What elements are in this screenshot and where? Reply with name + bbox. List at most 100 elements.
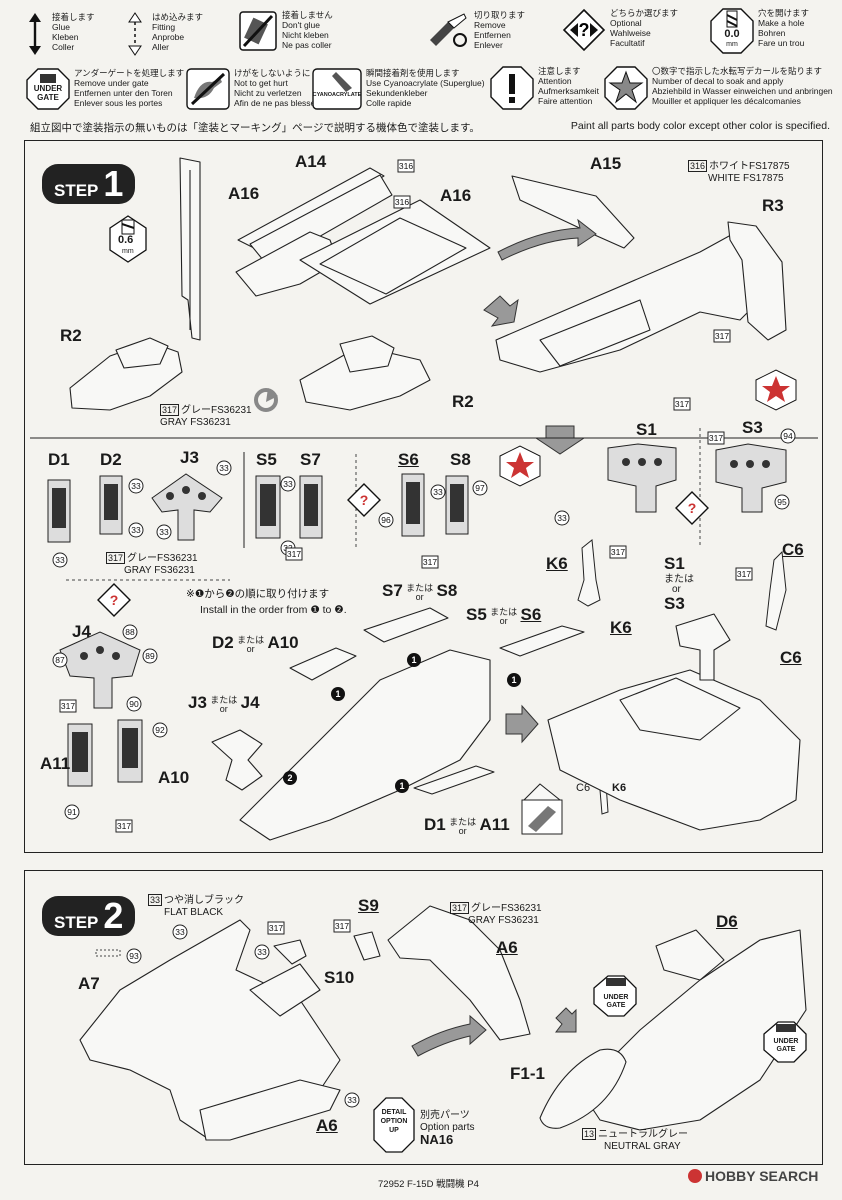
legend-hurt-text: けがをしないように Not to get hurt Nicht zu verle… bbox=[234, 68, 319, 108]
svg-text:1: 1 bbox=[411, 655, 416, 665]
legend-remove-text: 切り取ります Remove Entfernen Enlever bbox=[474, 10, 526, 50]
svg-text:95: 95 bbox=[777, 497, 787, 507]
detail-option-badge: DETAIL OPTION UP bbox=[380, 1109, 408, 1134]
svg-text:317: 317 bbox=[715, 331, 729, 341]
opt-a11: A11 bbox=[479, 815, 510, 835]
paint-code-317: 317 bbox=[609, 545, 627, 559]
neutral-en: NEUTRAL GRAY bbox=[604, 1141, 681, 1152]
label-a6-bottom: A6 bbox=[316, 1116, 338, 1135]
decal-95: 95 bbox=[774, 494, 790, 510]
label-s9: S9 bbox=[358, 896, 379, 915]
label-a7: A7 bbox=[78, 974, 100, 993]
paint-code-316: 316 bbox=[393, 195, 411, 209]
opt-or-jp-5: または bbox=[449, 817, 477, 827]
paint-code-317: 317 bbox=[421, 555, 439, 569]
svg-text:33: 33 bbox=[557, 513, 567, 523]
decal-33: 33 bbox=[128, 478, 144, 494]
svg-text:317: 317 bbox=[423, 557, 437, 567]
legend-hurt: けがをしないように Not to get hurt Nicht zu verle… bbox=[186, 68, 318, 110]
step1-frame bbox=[24, 140, 823, 853]
option-jp: 別売パーツ bbox=[420, 1110, 470, 1121]
option-en: Option parts bbox=[420, 1122, 475, 1133]
svg-text:?: ? bbox=[110, 592, 119, 608]
svg-text:97: 97 bbox=[475, 483, 485, 493]
svg-text:92: 92 bbox=[155, 725, 165, 735]
label-s3: S3 bbox=[742, 418, 763, 437]
svg-text:316: 316 bbox=[395, 197, 409, 207]
svg-text:2: 2 bbox=[287, 773, 292, 783]
legend-optional: ? どちらか選びます Optional Wahlweise Facultatif bbox=[562, 8, 678, 52]
cutter-icon bbox=[430, 13, 467, 47]
legend-cyano: CYANOACRYLATE 瞬間接着剤を使用します Use Cyanoacryl… bbox=[312, 68, 485, 110]
hole-unit-step1: mm bbox=[122, 248, 134, 255]
attention-icon bbox=[490, 66, 534, 110]
label-k6-left: K6 bbox=[546, 554, 568, 573]
hole-size: 0.0 bbox=[724, 28, 740, 40]
opt-or-en-5: or bbox=[458, 826, 467, 836]
under-gate-badge-1: UNDER GATE bbox=[603, 994, 629, 1009]
decal-92: 92 bbox=[152, 722, 168, 738]
paint-note-en: Paint all parts body color except other … bbox=[570, 120, 830, 132]
label-s3-mid: S3 bbox=[664, 594, 685, 613]
svg-text:?: ? bbox=[579, 20, 590, 40]
svg-text:317: 317 bbox=[269, 923, 283, 933]
decal-87: 87 bbox=[52, 652, 68, 668]
decal-33: 33 bbox=[128, 522, 144, 538]
paint-code-317: 317 bbox=[673, 397, 691, 411]
decal-step2-33: 33 bbox=[344, 1092, 360, 1108]
decal-33: 33 bbox=[216, 460, 232, 476]
svg-text:?: ? bbox=[688, 500, 697, 516]
opt-d2: D2 bbox=[212, 633, 234, 653]
page-footer: 72952 F-15D 戦闘機 P4 bbox=[378, 1179, 479, 1190]
decal-step2-93: 93 bbox=[126, 948, 142, 964]
cyano-icon: CYANOACRYLATE bbox=[312, 68, 362, 110]
label-s1-mid: S1 bbox=[664, 554, 685, 573]
neutral-code: 13 bbox=[582, 1128, 597, 1140]
label-a11: A11 bbox=[40, 754, 71, 773]
svg-text:?: ? bbox=[360, 492, 369, 508]
label-a10: A10 bbox=[158, 768, 190, 787]
legend-under-gate: UNDER GATE アンダーゲートを処理します Remove under ga… bbox=[26, 68, 184, 110]
label-a14: A14 bbox=[295, 152, 327, 171]
or-en-s1s3: or bbox=[672, 584, 681, 595]
opt-or-jp-4: または bbox=[210, 695, 238, 705]
legend-glue: 接着します Glue Kleben Coller bbox=[22, 12, 95, 56]
svg-text:33: 33 bbox=[131, 525, 141, 535]
legend-fitting: はめ込みます Fitting Anprobe Aller bbox=[122, 12, 203, 56]
paint-note: 組立図中で塗装指示の無いものは「塗装とマーキング」ページで説明する機体色で塗装し… bbox=[30, 120, 830, 135]
legend-decal: 〇数字で指示した水転写デカールを貼ります Number of decal to … bbox=[604, 66, 833, 110]
neutral-jp: ニュートラルグレー bbox=[598, 1129, 689, 1140]
legend-decal-text: 〇数字で指示した水転写デカールを貼ります Number of decal to … bbox=[652, 66, 833, 106]
gray-en-step2: GRAY FS36231 bbox=[468, 915, 539, 926]
decal-33: 33 bbox=[52, 552, 68, 568]
opt-a10: A10 bbox=[267, 633, 299, 653]
white-jp: ホワイトFS17875 bbox=[709, 161, 790, 172]
watermark: HOBBY SEARCH bbox=[688, 1168, 818, 1184]
svg-text:1: 1 bbox=[335, 689, 340, 699]
label-d6: D6 bbox=[716, 912, 738, 931]
svg-text:33: 33 bbox=[347, 1095, 357, 1105]
decal-33: 33 bbox=[554, 510, 570, 526]
flat-jp: つや消しブラック bbox=[164, 895, 245, 906]
option-parts-note: 別売パーツ Option parts NA16 bbox=[420, 1110, 474, 1148]
hand-knife-icon bbox=[186, 68, 230, 110]
svg-text:317: 317 bbox=[737, 569, 751, 579]
svg-text:93: 93 bbox=[129, 951, 139, 961]
svg-text:1: 1 bbox=[399, 781, 404, 791]
glue-icon bbox=[29, 13, 41, 55]
opt-or-en-4: or bbox=[219, 704, 228, 714]
opt-s6: S6 bbox=[520, 605, 542, 625]
option-part: NA16 bbox=[420, 1132, 454, 1147]
label-r2-left: R2 bbox=[60, 326, 82, 345]
label-s1: S1 bbox=[636, 420, 657, 439]
legend-optional-text: どちらか選びます Optional Wahlweise Facultatif bbox=[610, 8, 679, 48]
label-a16-top: A16 bbox=[440, 186, 472, 205]
